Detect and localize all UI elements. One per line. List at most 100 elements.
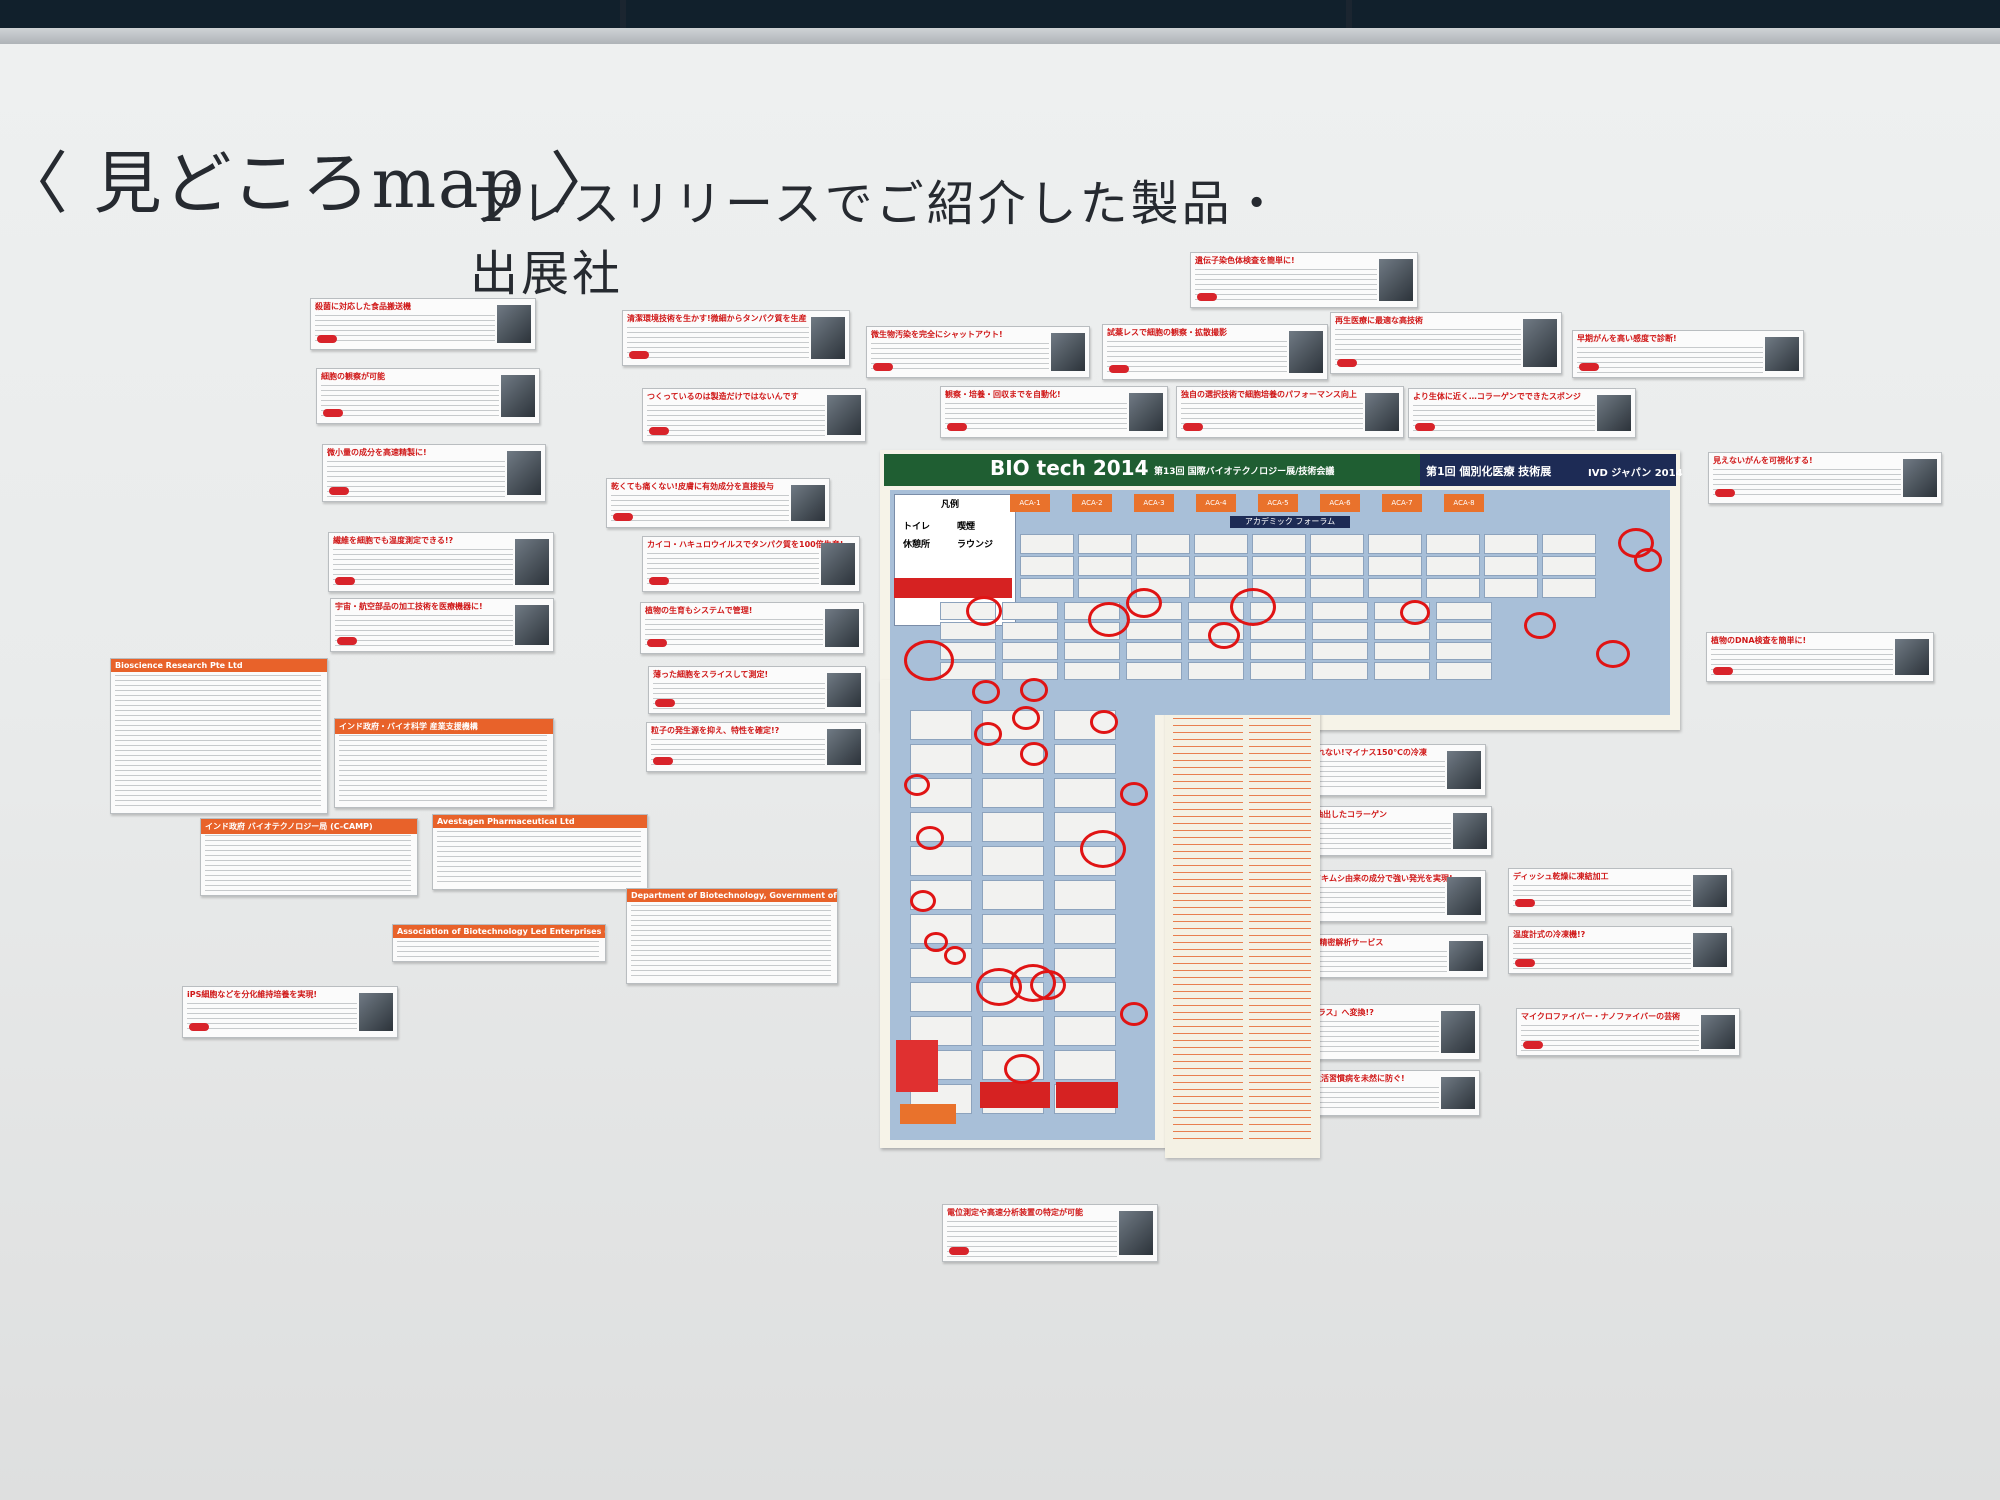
booth <box>982 1016 1044 1046</box>
booth <box>1426 534 1480 554</box>
booth <box>1312 622 1368 640</box>
booth <box>1312 662 1368 680</box>
product-photo <box>507 451 541 495</box>
press-card: 宇宙・航空部品の加工技術を医療機器に! <box>330 598 554 652</box>
product-photo <box>1523 319 1557 367</box>
card-title: 植物のDNA検査を簡単に! <box>1711 636 1807 645</box>
booth <box>1312 642 1368 660</box>
booth <box>982 778 1044 808</box>
whiteboard-frame <box>0 28 2000 48</box>
booth <box>1054 982 1116 1012</box>
card-title: 清潔環境技術を生かす!微細からタンパク質を生産 <box>627 314 807 323</box>
booth <box>1426 578 1480 598</box>
highlight-circle <box>974 722 1002 746</box>
booth <box>1436 602 1492 620</box>
card-title: Department of Biotechnology, Government … <box>627 889 837 902</box>
highlight-circle <box>944 946 966 965</box>
press-card: つくっているのは製造だけではないんです <box>642 388 866 442</box>
booth <box>1194 556 1248 576</box>
card-title: 温度計式の冷凍機!? <box>1513 930 1586 939</box>
highlight-circle <box>1088 602 1130 637</box>
booth <box>910 744 972 774</box>
card-title: iPS細胞などを分化維持培養を実現! <box>187 990 318 999</box>
product-photo <box>1693 933 1727 967</box>
highlight-circle <box>1080 830 1126 868</box>
product-photo <box>515 605 549 645</box>
special-zone <box>1056 1082 1118 1108</box>
card-title: 観察・培養・回収までを自動化! <box>945 390 1061 399</box>
exhibitor-card: Department of Biotechnology, Government … <box>626 888 838 984</box>
legend-item: 休憩所 <box>903 540 931 550</box>
card-title: 植物の生育もシステムで管理! <box>645 606 753 615</box>
highlight-circle <box>1020 678 1048 702</box>
booth <box>1002 642 1058 660</box>
booth <box>910 710 972 740</box>
booth <box>1250 622 1306 640</box>
card-title: Avestagen Pharmaceutical Ltd <box>433 815 647 828</box>
card-title: Association of Biotechnology Led Enterpr… <box>393 925 605 938</box>
booth <box>1054 880 1116 910</box>
legend-item: トイレ <box>903 522 931 532</box>
booth <box>1126 642 1182 660</box>
card-title: 粒子の発生源を抑え、特性を確定!? <box>651 726 780 735</box>
booth <box>1310 578 1364 598</box>
press-card: 遺伝子染色体検査を簡単に! <box>1190 252 1418 308</box>
exhibitor-card: Avestagen Pharmaceutical Ltd <box>432 814 648 890</box>
booth <box>1426 556 1480 576</box>
window-pane <box>0 0 620 30</box>
highlight-circle <box>1126 588 1162 618</box>
academic-forum-label: アカデミック フォーラム <box>1230 516 1350 528</box>
booth <box>982 846 1044 876</box>
exhibitor-list-sheet <box>1165 690 1320 1158</box>
product-photo <box>827 729 861 765</box>
booth <box>1126 622 1182 640</box>
highlight-circle <box>1004 1054 1040 1084</box>
booth <box>1136 556 1190 576</box>
card-title: 薄った細胞をスライスして測定! <box>653 670 769 679</box>
card-title: 細胞の観察が可能 <box>321 372 385 381</box>
product-photo <box>1441 1077 1475 1109</box>
booth <box>1002 622 1058 640</box>
product-photo <box>497 305 531 343</box>
press-card: 独自の選択技術で細胞培養のパフォーマンス向上 <box>1176 386 1404 438</box>
aca-booth: ACA-1 <box>1010 494 1050 512</box>
booth <box>982 914 1044 944</box>
booth <box>1020 556 1074 576</box>
card-title: 遺伝子染色体検査を簡単に! <box>1195 256 1295 265</box>
aca-booth: ACA-5 <box>1258 494 1298 512</box>
press-card: 細胞の観察が可能 <box>316 368 540 424</box>
highlight-circle <box>1120 1002 1148 1026</box>
exhibitor-card: Bioscience Research Pte Ltd <box>110 658 328 814</box>
press-card: 繊維を細胞でも温度測定できる!? <box>328 532 554 592</box>
booth <box>1374 622 1430 640</box>
heading-right: プレスリリースでご紹介した製品・出展社 <box>470 176 1284 302</box>
special-zone <box>980 1082 1050 1108</box>
booth <box>1374 662 1430 680</box>
highlight-circle <box>1090 710 1118 734</box>
press-card: 植物のDNA検査を簡単に! <box>1706 632 1934 682</box>
booth <box>910 982 972 1012</box>
press-card: 植物の生育もシステムで管理! <box>640 602 864 654</box>
product-photo <box>821 543 855 585</box>
product-photo <box>1447 751 1481 789</box>
highlight-circle <box>1120 782 1148 806</box>
booth <box>1054 948 1116 978</box>
card-title: 微生物汚染を完全にシャットアウト! <box>871 330 1003 339</box>
booth <box>1368 578 1422 598</box>
biotech-subtitle: 第13回 国際バイオテクノロジー展/技術会議 <box>1154 467 1335 477</box>
product-photo <box>1051 333 1085 371</box>
product-photo <box>1693 875 1727 907</box>
product-photo <box>501 375 535 417</box>
card-title: ディッシュ乾燥に凍結加工 <box>1513 872 1609 881</box>
product-photo <box>1597 395 1631 431</box>
heading-left: 〈 見どころmap 〉 <box>0 145 620 224</box>
booth <box>1078 578 1132 598</box>
product-photo <box>1449 941 1483 971</box>
booth <box>1252 534 1306 554</box>
legend-item: ラウンジ <box>957 540 994 550</box>
card-title: 再生医療に最適な高技術 <box>1335 316 1423 325</box>
highlight-circle <box>1400 600 1430 626</box>
booth <box>1250 662 1306 680</box>
product-photo <box>1895 639 1929 675</box>
ivd-title: 第1回 個別化医療 技術展 <box>1426 465 1552 478</box>
